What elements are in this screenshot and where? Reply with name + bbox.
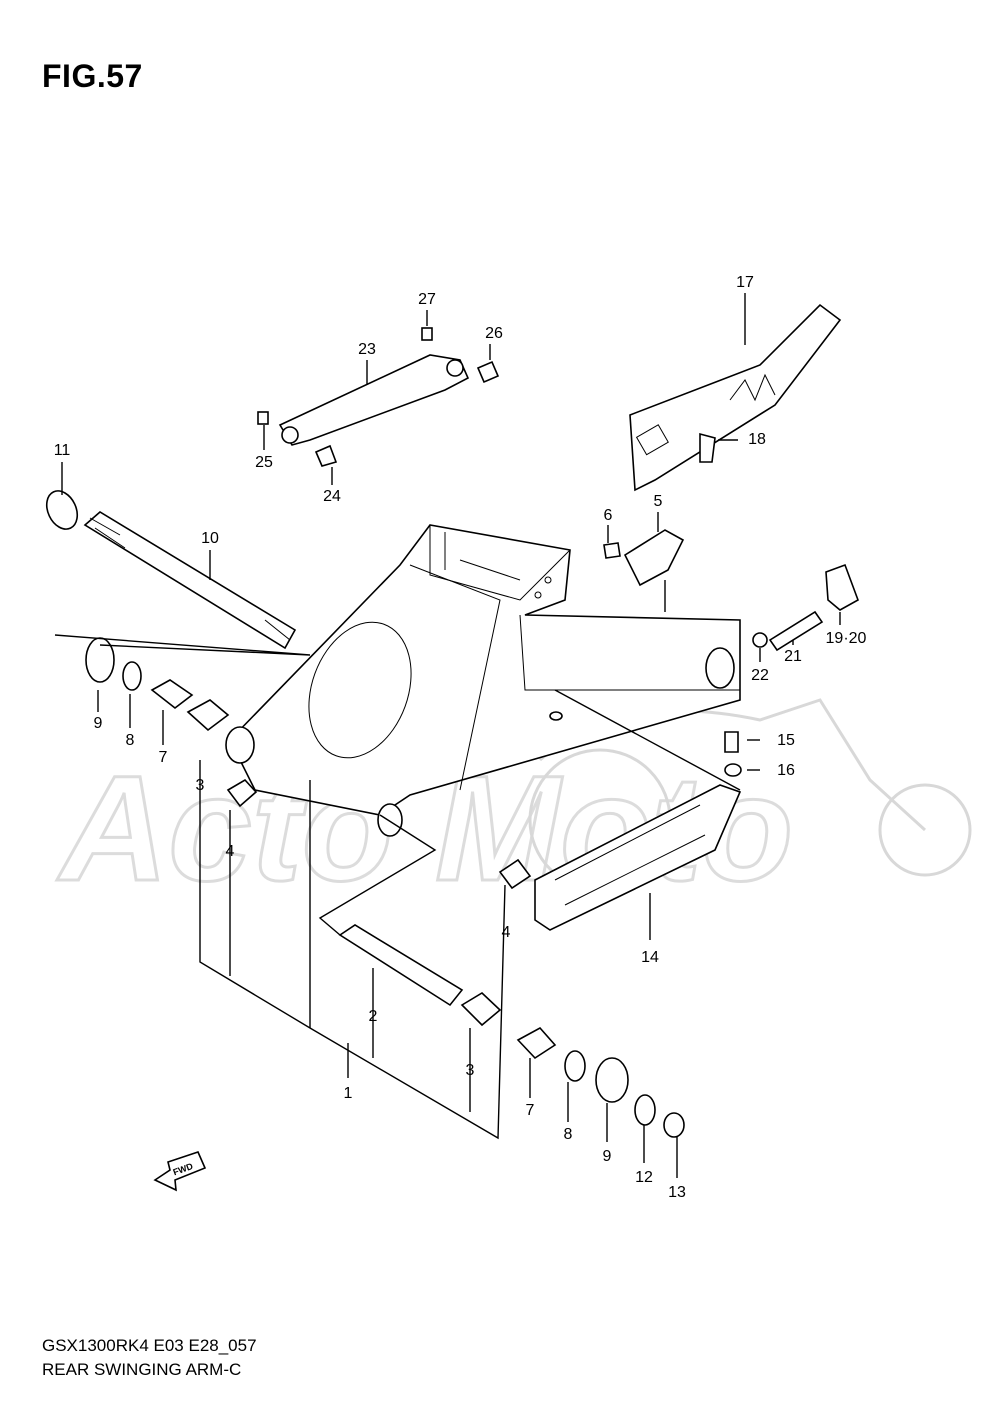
callout-18: 18	[748, 431, 766, 448]
callout-4-right: 4	[502, 924, 511, 941]
callout-5: 5	[654, 493, 663, 510]
pivot-shaft-assembly	[45, 490, 297, 650]
callout-8-right: 8	[564, 1126, 573, 1143]
callout-26: 26	[485, 325, 503, 342]
callout-19-20: 19·20	[826, 630, 867, 647]
bolt-26	[476, 360, 500, 384]
pivot-nut-11	[45, 490, 79, 530]
callout-25: 25	[255, 454, 273, 471]
mount-hole	[549, 711, 563, 721]
oil-seal-9-left	[85, 637, 115, 683]
callout-23: 23	[358, 341, 376, 358]
washer-8-left	[122, 661, 142, 691]
bearing-4-right	[498, 858, 532, 890]
leader-lines	[54, 293, 841, 1178]
chain-cover-17	[629, 303, 842, 492]
swing-arm-rear-edge	[519, 614, 740, 691]
callout-labels: 1 2 3 3 4 4 5 6 7 7 8 8 9 9 10 11 12 13 …	[54, 274, 867, 1201]
bearing-3-right	[460, 992, 502, 1027]
callout-9-left: 9	[94, 715, 103, 732]
callout-1: 1	[344, 1085, 353, 1102]
bracket-5	[623, 529, 685, 587]
callout-11: 11	[54, 442, 71, 459]
swing-arm-edge	[409, 564, 501, 791]
torque-link-assembly	[257, 327, 500, 467]
swing-arm-body	[225, 524, 741, 837]
washer-12	[634, 1094, 656, 1126]
callout-14: 14	[641, 949, 659, 966]
nut-16	[724, 763, 742, 777]
watermark-wheel-front	[878, 783, 972, 877]
callout-3-right: 3	[466, 1062, 475, 1079]
callout-17: 17	[736, 274, 754, 291]
nut-27	[421, 327, 433, 341]
chain-cover-window	[635, 424, 669, 456]
pivot-boss-left	[225, 726, 255, 764]
pivot-collar-2	[338, 924, 464, 1007]
swing-arm-brace-inner	[444, 532, 521, 581]
leader-buffer-mount	[554, 689, 741, 791]
spacer-7-right	[516, 1026, 557, 1060]
diagram-name: REAR SWINGING ARM-C	[42, 1360, 242, 1379]
torque-link-eye-front	[281, 426, 299, 444]
nut-25	[257, 411, 269, 425]
chain-buffer-groove	[554, 804, 706, 906]
callout-6: 6	[604, 507, 613, 524]
bolt-6	[603, 542, 621, 559]
nut-13	[663, 1112, 685, 1138]
bolt-hole-2	[534, 591, 542, 599]
callout-12: 12	[635, 1169, 653, 1186]
figure-title: FIG.57	[42, 58, 143, 94]
fwd-arrow-icon: FWD	[153, 1151, 207, 1192]
swing-arm-window	[308, 621, 412, 759]
bearing-3-left	[186, 699, 230, 732]
bolt-hole-1	[544, 576, 552, 584]
callout-9-right: 9	[603, 1148, 612, 1165]
fwd-arrow-shape	[153, 1151, 207, 1192]
torque-link-eye-rear	[446, 359, 464, 377]
washer-8-right	[564, 1050, 586, 1082]
pivot-shaft-10	[83, 511, 297, 650]
adjuster-bolt-21	[768, 610, 824, 652]
pivot-shaft-thread-end	[264, 619, 291, 641]
axle-slot	[705, 647, 735, 689]
adjuster-plate-19-20	[825, 563, 859, 611]
callout-3-left: 3	[196, 777, 205, 794]
callout-22: 22	[751, 667, 769, 684]
model-code: GSX1300RK4 E03 E28_057	[42, 1336, 257, 1355]
screw-18	[699, 432, 716, 463]
pivot-shaft-thread	[89, 517, 126, 549]
callout-27: 27	[418, 291, 436, 308]
callout-4-left: 4	[226, 843, 235, 860]
oil-seal-9-right	[595, 1057, 629, 1103]
leader-shaft-axis	[54, 634, 311, 656]
callout-13: 13	[668, 1184, 686, 1201]
chain-cover-ribs	[729, 373, 776, 402]
chain-cover-assembly	[629, 303, 842, 492]
leader-right-boss	[318, 814, 437, 936]
bearing-4-left	[226, 778, 258, 808]
callout-10: 10	[201, 530, 219, 547]
callout-7-right: 7	[526, 1102, 535, 1119]
callout-2: 2	[369, 1008, 378, 1025]
chain-buffer-14	[534, 784, 742, 931]
torque-link-23	[278, 354, 470, 446]
callout-15: 15	[777, 732, 795, 749]
spacer-7-left	[150, 679, 194, 710]
bolt-15	[724, 731, 739, 753]
callout-8-left: 8	[126, 732, 135, 749]
swing-arm-brace	[429, 525, 571, 601]
callout-21: 21	[784, 648, 802, 665]
pivot-boss-right	[377, 803, 403, 837]
callout-7-left: 7	[159, 749, 168, 766]
callout-16: 16	[777, 762, 795, 779]
bracket-assembly	[603, 529, 685, 587]
bolt-24	[314, 444, 338, 467]
chain-adjuster-assembly	[752, 563, 859, 652]
adjuster-nut-22	[752, 632, 768, 648]
chain-buffer-assembly	[534, 731, 742, 931]
callout-24: 24	[323, 488, 341, 505]
right-bearing-stack	[338, 858, 685, 1138]
